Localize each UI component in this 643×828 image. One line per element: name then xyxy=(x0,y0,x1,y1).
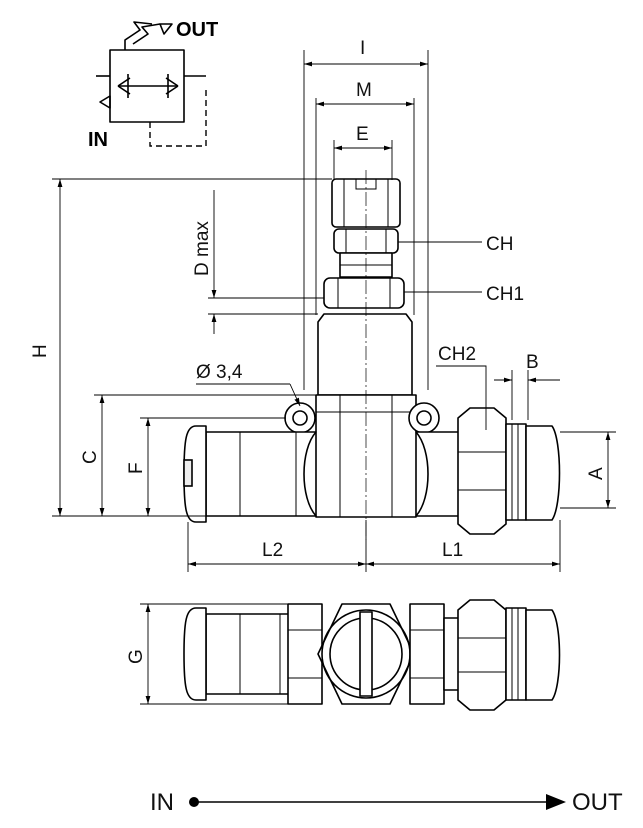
dim-f-label: F xyxy=(126,462,147,474)
dim-i-label: I xyxy=(360,38,365,59)
ch2-hex xyxy=(457,407,507,535)
mounting-hole-left xyxy=(284,402,316,434)
dim-g-label: G xyxy=(126,649,147,664)
mounting-hole-right xyxy=(408,402,440,434)
flow-out-label: OUT xyxy=(572,789,623,816)
front-view xyxy=(183,170,561,540)
dim-b-label: B xyxy=(526,352,539,373)
dim-m-label: M xyxy=(356,80,372,101)
dim-l2-label: L2 xyxy=(262,540,283,561)
dim-ch-label: CH xyxy=(486,234,513,255)
front-dimensions: I M E H C F D max CH CH1 xyxy=(30,38,616,572)
dim-e-label: E xyxy=(356,124,369,145)
symbol-out-label: OUT xyxy=(176,19,218,41)
dim-ch2-label: CH2 xyxy=(438,344,476,365)
top-view: G xyxy=(126,599,561,711)
ch1-nut xyxy=(323,277,405,309)
dim-ch1-label: CH1 xyxy=(486,284,524,305)
flow-in-label: IN xyxy=(150,789,174,816)
dim-a-label: A xyxy=(586,467,607,480)
symbol-box xyxy=(109,49,185,123)
flow-indicator: IN OUT xyxy=(150,789,623,816)
dim-l1-label: L1 xyxy=(442,540,463,561)
dim-h-label: H xyxy=(30,344,51,358)
threaded-end xyxy=(505,423,527,521)
dim-c-label: C xyxy=(80,450,101,464)
push-in-fitting-body xyxy=(205,431,317,517)
symbol-in-label: IN xyxy=(88,129,108,151)
valve-body-upper xyxy=(317,313,413,396)
dim-hole-label: Ø 3,4 xyxy=(196,362,243,383)
flow-arrowhead xyxy=(546,794,566,810)
dim-dmax-label: D max xyxy=(192,221,213,276)
pneumatic-symbol: OUT IN xyxy=(88,19,218,151)
